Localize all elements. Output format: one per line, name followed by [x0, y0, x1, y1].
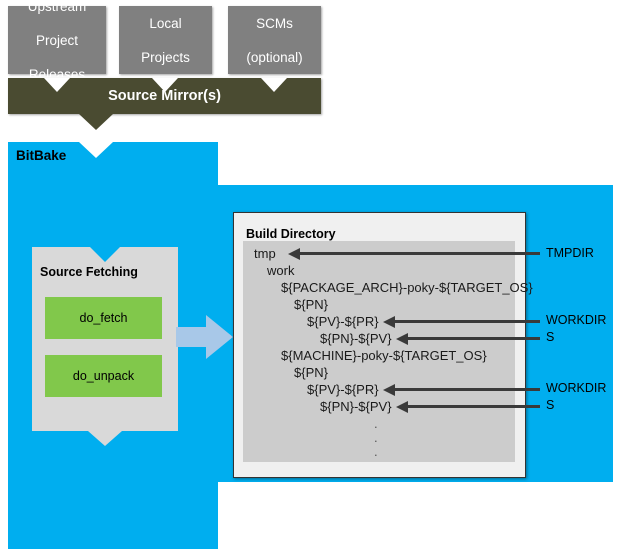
bitbake-top-notch-icon	[79, 142, 113, 158]
tree-item-machine: ${MACHINE}-poky-${TARGET_OS}	[281, 348, 487, 363]
pointer-label-workdir-2: WORKDIR	[546, 381, 607, 395]
pointer-label-s-1: S	[546, 330, 555, 344]
pointer-label-s-2: S	[546, 398, 555, 412]
chevron-down-icon-scms	[261, 78, 287, 92]
tree-ellipsis-dot: .	[374, 430, 378, 445]
source-box-scms: SCMs (optional)	[228, 6, 321, 74]
pointer-label-tmpdir: TMPDIR	[546, 246, 594, 260]
pointer-line-workdir-1	[395, 320, 540, 323]
chevron-down-icon-local	[152, 78, 178, 92]
pointer-arrowhead-tmpdir	[288, 248, 300, 260]
tree-ellipsis-dot: .	[374, 444, 378, 459]
source-box-line: Upstream	[27, 0, 87, 14]
tree-item-pn-pv-2: ${PN}-${PV}	[320, 399, 392, 414]
build-directory-tree-area	[243, 241, 515, 462]
source-mirror-arrow-down-icon	[79, 114, 113, 130]
source-fetching-panel	[32, 247, 178, 431]
tree-ellipsis-dot: .	[374, 416, 378, 431]
source-box-line: Local	[149, 15, 182, 31]
task-do-fetch-label: do_fetch	[79, 311, 128, 325]
source-box-line: SCMs	[256, 15, 293, 31]
source-box-line: (optional)	[246, 49, 303, 65]
source-box-line: Project	[35, 32, 79, 48]
tree-item-pn-1: ${PN}	[294, 297, 328, 312]
tree-item-pn-pv-1: ${PN}-${PV}	[320, 331, 392, 346]
tree-item-pv-pr-2: ${PV}-${PR}	[307, 382, 379, 397]
task-do-fetch[interactable]: do_fetch	[45, 297, 162, 339]
task-do-unpack[interactable]: do_unpack	[45, 355, 162, 397]
source-fetching-top-notch-icon	[90, 247, 120, 262]
pointer-line-s-2	[408, 405, 540, 408]
tree-item-work: work	[267, 263, 295, 278]
pointer-arrowhead-workdir-2	[383, 384, 395, 396]
source-mirror-label: Source Mirror(s)	[108, 88, 221, 104]
source-fetching-arrow-down-icon	[88, 431, 122, 446]
source-box-local: Local Projects	[119, 6, 212, 74]
build-directory-title: Build Directory	[246, 227, 336, 241]
source-fetching-title: Source Fetching	[40, 265, 138, 279]
pointer-arrowhead-s-1	[396, 333, 408, 345]
pointer-line-s-1	[408, 337, 540, 340]
flow-arrow-icon	[176, 315, 233, 359]
tree-item-tmp: tmp	[254, 246, 276, 261]
pointer-line-workdir-2	[395, 388, 540, 391]
source-box-line: Releases	[28, 66, 86, 82]
pointer-arrowhead-s-2	[396, 401, 408, 413]
tree-item-package-arch: ${PACKAGE_ARCH}-poky-${TARGET_OS}	[281, 280, 533, 295]
tree-item-pv-pr-1: ${PV}-${PR}	[307, 314, 379, 329]
pointer-line-tmpdir	[300, 252, 540, 255]
bitbake-label: BitBake	[16, 148, 67, 163]
chevron-down-icon-upstream	[44, 78, 70, 92]
pointer-label-workdir-1: WORKDIR	[546, 313, 607, 327]
source-box-line: Projects	[141, 49, 190, 65]
pointer-arrowhead-workdir-1	[383, 316, 395, 328]
source-box-upstream: Upstream Project Releases	[8, 0, 106, 82]
tree-item-pn-2: ${PN}	[294, 365, 328, 380]
task-do-unpack-label: do_unpack	[72, 369, 135, 383]
